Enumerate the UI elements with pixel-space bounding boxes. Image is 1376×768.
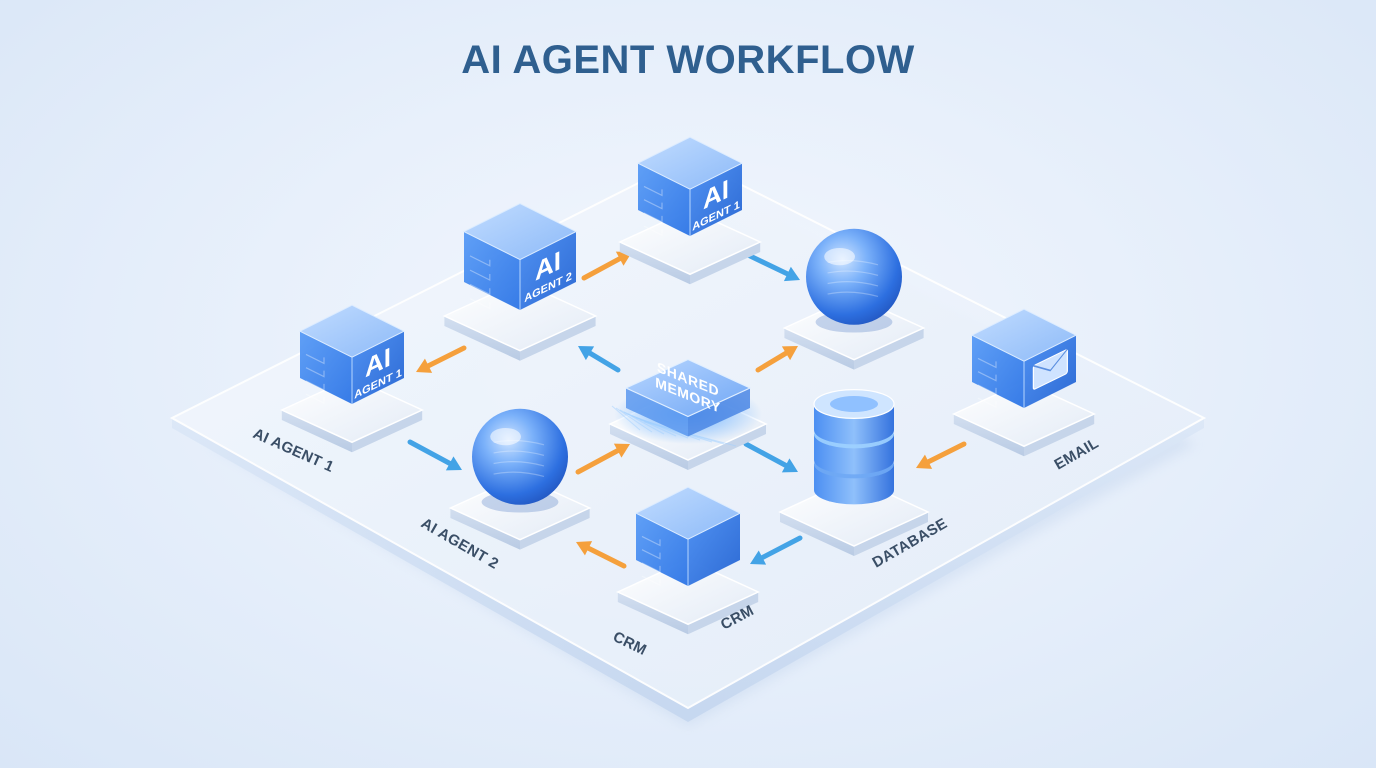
arrow-top-to-sphere [743, 251, 800, 282]
connection-arrows [407, 251, 967, 569]
arrow-memory-to-sphere [755, 346, 798, 373]
node-sphere-center [448, 408, 592, 550]
node-email [952, 308, 1096, 457]
arrow-memory-to-database [743, 441, 798, 473]
arrow-crm-to-center [576, 541, 627, 569]
node-database [778, 389, 930, 556]
diagram-title: AI AGENT WORKFLOW [461, 38, 915, 82]
arrow-center-to-memory [575, 443, 630, 475]
arrow-email-to-database [916, 441, 967, 469]
arrow-database-to-crm [750, 535, 803, 565]
email-envelope-icon [1032, 348, 1068, 390]
node-sphere-right [782, 228, 926, 370]
arrow-agent1-to-center [407, 439, 462, 471]
arrow-agent2-to-agent1 [416, 345, 467, 373]
node-crm [616, 486, 760, 635]
arrow-memory-to-agent2 [578, 346, 621, 373]
